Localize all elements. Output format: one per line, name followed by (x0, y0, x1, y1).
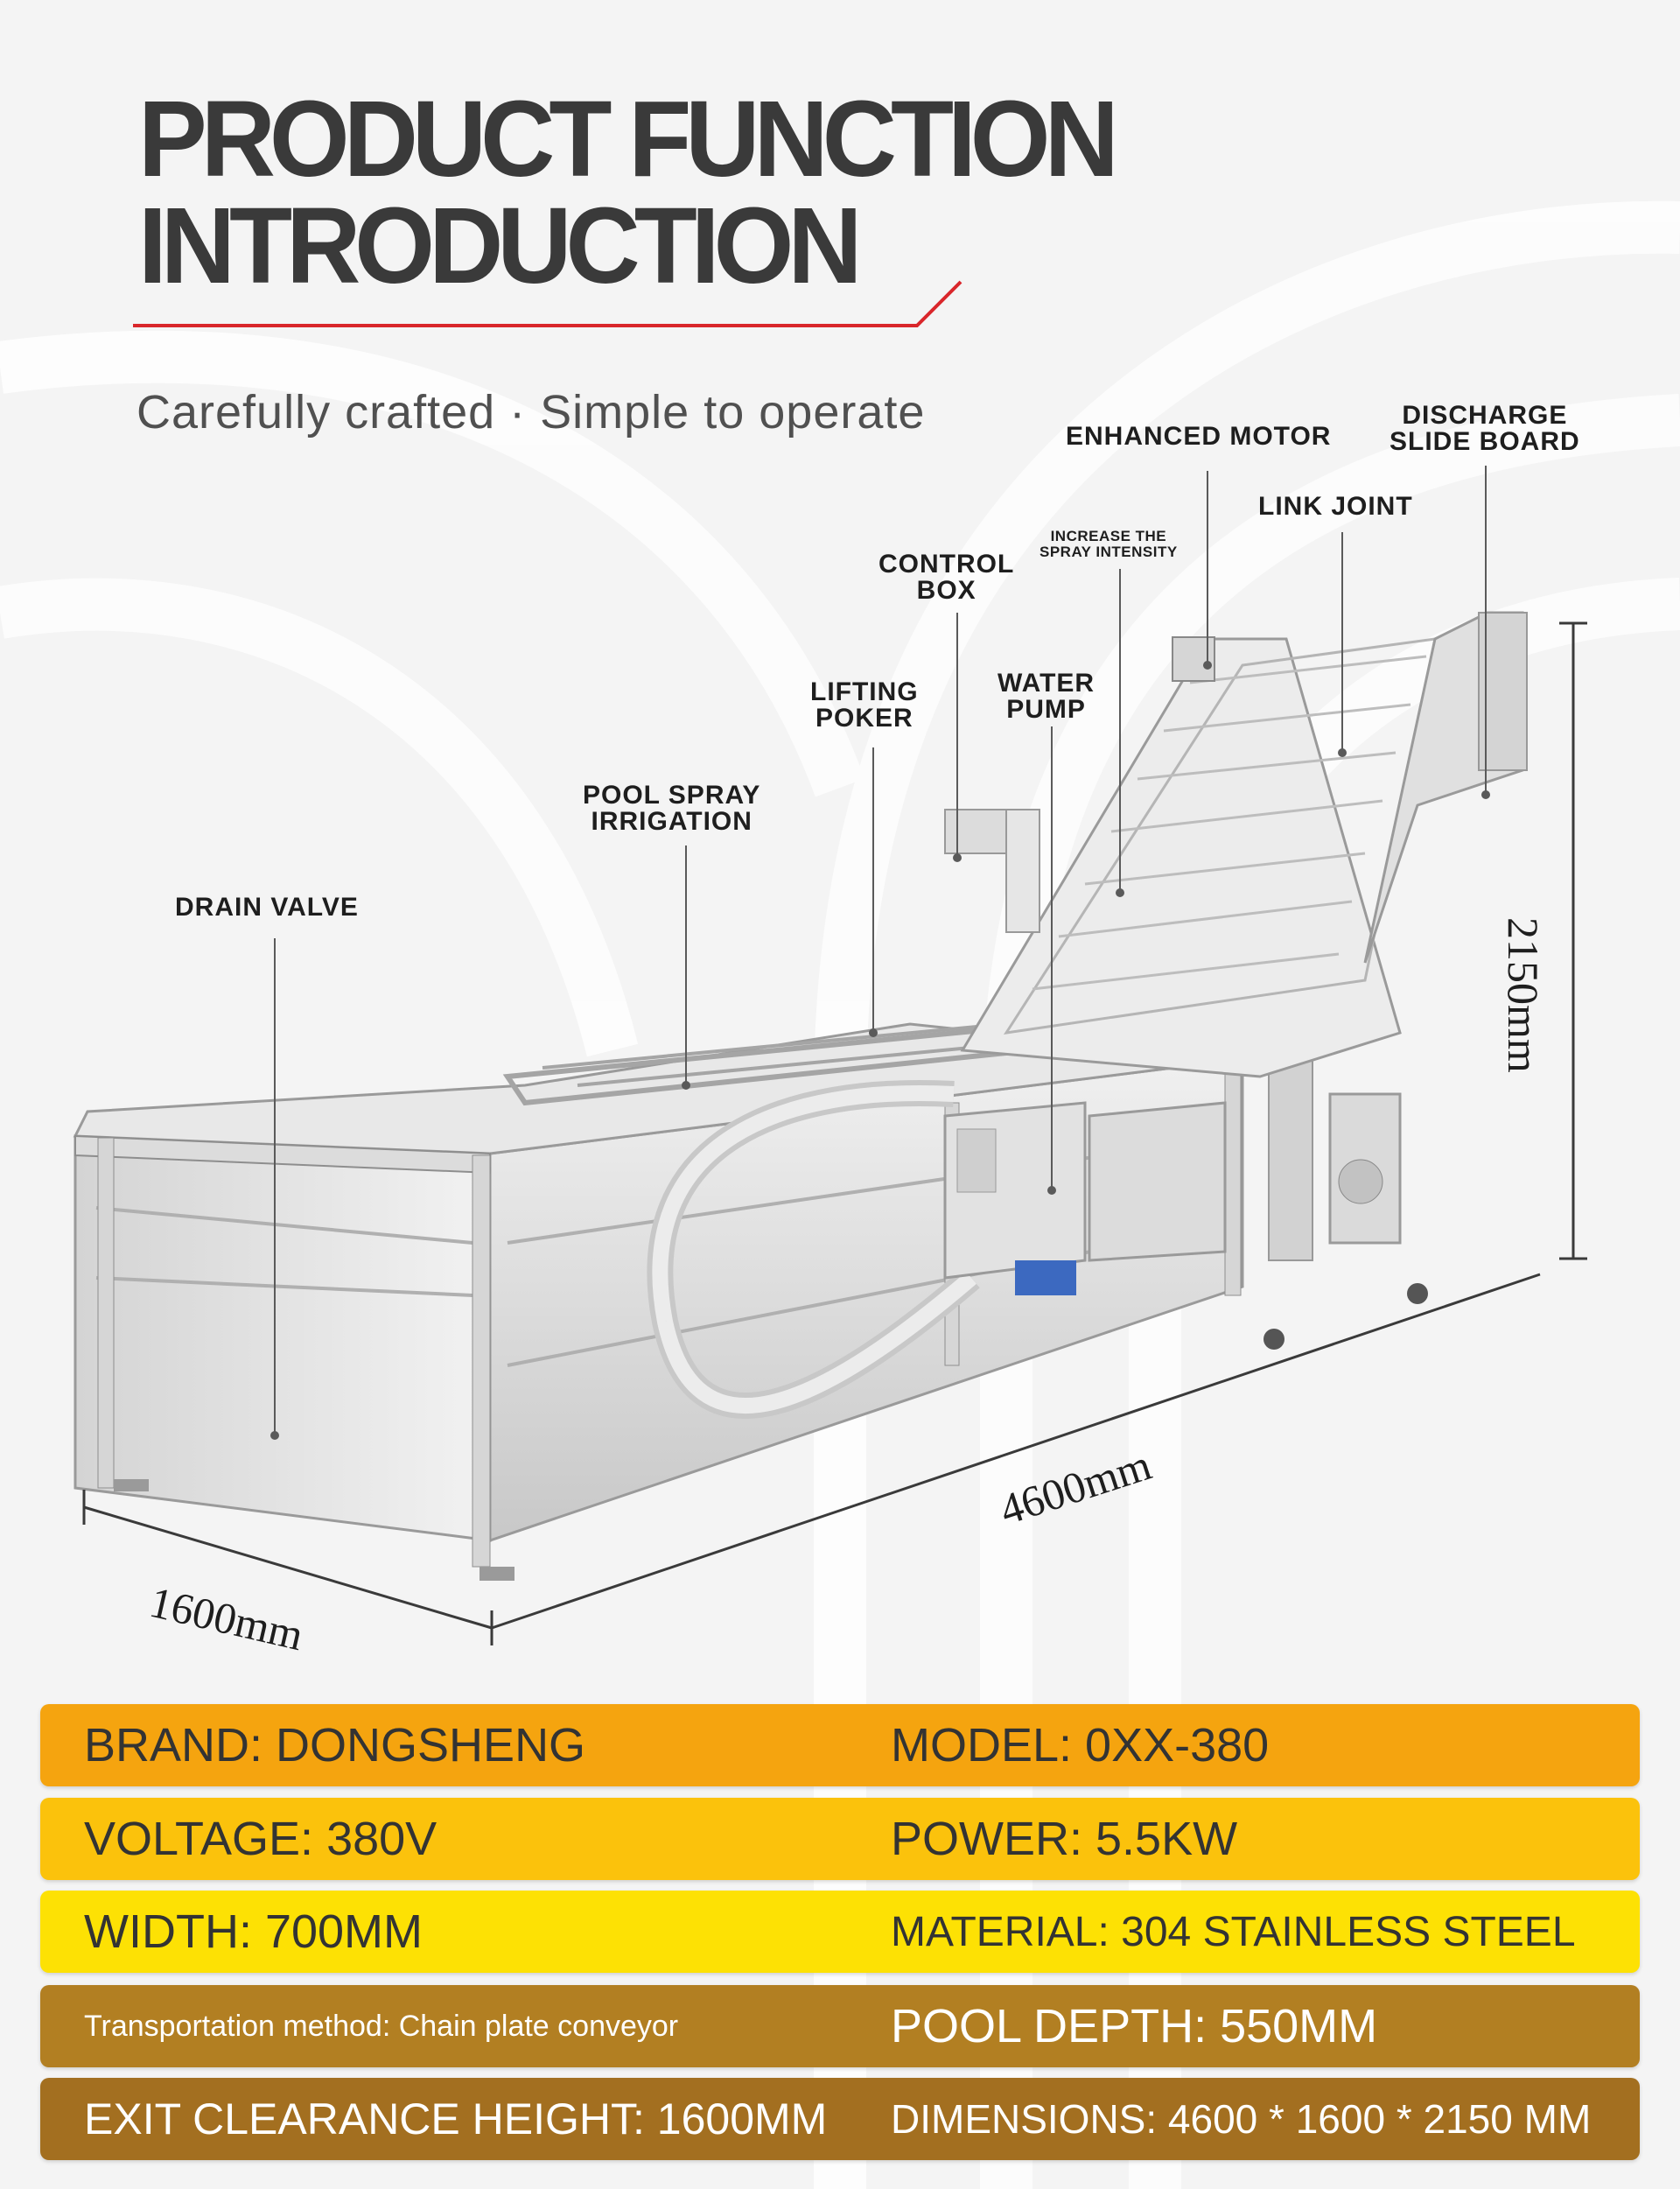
dimension-height-label: 2150mm (1499, 917, 1548, 1073)
spec-pool-depth: POOL DEPTH: 550MM (891, 2000, 1378, 2052)
washing-machine-illustration (73, 466, 1587, 1645)
callout-drain-valve: DRAIN VALVE (175, 893, 359, 922)
spec-width: WIDTH: 700MM (84, 1905, 424, 1958)
callout-pool-spray-irrigation: POOL SPRAY IRRIGATION (583, 781, 761, 836)
callout-water-pump: WATER PUMP (998, 669, 1096, 724)
spec-row-4: Transportation method: Chain plate conve… (40, 1985, 1640, 2067)
callout-link-joint: LINK JOINT (1258, 492, 1413, 521)
spec-voltage: VOLTAGE: 380V (84, 1813, 438, 1865)
callout-increase-spray-intensity: INCREASE THE SPRAY INTENSITY (1040, 528, 1178, 560)
spec-row-1: BRAND: DONGSHENG MODEL: 0XX-380 (40, 1704, 1640, 1786)
callout-control-box: CONTROL BOX (878, 550, 1015, 605)
spec-power: POWER: 5.5KW (891, 1813, 1238, 1865)
page-title-line1: PRODUCT FUNCTION (138, 78, 1119, 200)
spec-row-3: WIDTH: 700MM MATERIAL: 304 STAINLESS STE… (40, 1891, 1640, 1973)
spec-dimensions: DIMENSIONS: 4600 * 1600 * 2150 MM (891, 2096, 1592, 2142)
callout-discharge-slide-board: DISCHARGE SLIDE BOARD (1390, 401, 1580, 456)
spec-exit-clearance: EXIT CLEARANCE HEIGHT: 1600MM (84, 2094, 828, 2143)
spec-model: MODEL: 0XX-380 (891, 1719, 1270, 1772)
page-subtitle: Carefully crafted · Simple to operate (136, 386, 926, 439)
callout-enhanced-motor: ENHANCED MOTOR (1066, 422, 1332, 451)
spec-material: MATERIAL: 304 STAINLESS STEEL (891, 1908, 1576, 1955)
spec-row-2: VOLTAGE: 380V POWER: 5.5KW (40, 1798, 1640, 1880)
title-underline (133, 280, 962, 327)
spec-row-5: EXIT CLEARANCE HEIGHT: 1600MM DIMENSIONS… (40, 2078, 1640, 2160)
page-title-line2: INTRODUCTION (138, 185, 863, 307)
callout-lifting-poker: LIFTING POKER (810, 677, 919, 733)
spec-transportation: Transportation method: Chain plate conve… (84, 2009, 679, 2043)
spec-brand: BRAND: DONGSHENG (84, 1719, 586, 1772)
